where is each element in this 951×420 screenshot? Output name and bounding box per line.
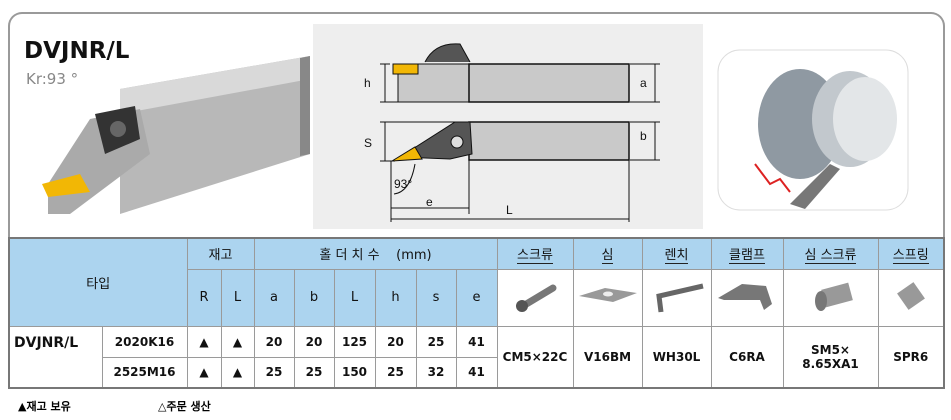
col-R: R [186, 268, 222, 327]
spec-table: 타입 재고 홀 더 치 수 (mm) 스크류 심 렌치 클램프 심 스크류 스프… [8, 237, 945, 389]
dim-label-L: L [506, 203, 513, 217]
product-header-panel: DVJNR/L Kr:93 ° h a S b 93° e L [8, 12, 945, 238]
dim-label-h: h [364, 76, 371, 90]
stock-r: ▲ [186, 356, 222, 389]
dim-b: 20 [293, 325, 335, 358]
parts-header-clamp: 클램프 [710, 237, 784, 270]
spring-icon [877, 268, 945, 327]
type-name: DVJNR/L [8, 325, 103, 389]
stock-l: ▲ [220, 325, 255, 358]
parts-header-spring: 스프링 [877, 237, 945, 270]
dim-len: 150 [333, 356, 376, 389]
dim-label-s: S [364, 136, 373, 150]
part-shim: V16BM [572, 325, 643, 389]
part-shim-screw: SM5× 8.65XA1 [782, 325, 879, 389]
type-header: 타입 [8, 237, 188, 327]
dimension-diagram [380, 43, 660, 222]
stock-header: 재고 [186, 237, 255, 270]
dim-label-a: a [640, 76, 647, 90]
dim-a: 20 [253, 325, 295, 358]
dim-label-b: b [640, 129, 647, 143]
tool-illustrations [42, 24, 909, 229]
parts-header-shim: 심 [572, 237, 643, 270]
machining-illustration [717, 49, 909, 211]
part-spring: SPR6 [877, 325, 945, 389]
parts-header-wrench: 렌치 [641, 237, 712, 270]
legend-made-to-order: △주문 생산 [158, 400, 211, 413]
tool-holder-photo [42, 56, 310, 214]
stock-r: ▲ [186, 325, 222, 358]
col-h: h [374, 268, 417, 327]
dims-header: 홀 더 치 수 (mm) [253, 237, 498, 270]
dim-e: 41 [455, 356, 498, 389]
dim-h: 25 [374, 356, 417, 389]
screw-icon [496, 268, 574, 327]
dim-b: 25 [293, 356, 335, 389]
dim-s: 32 [415, 356, 457, 389]
dim-h: 20 [374, 325, 417, 358]
dim-len: 125 [333, 325, 376, 358]
approach-angle: Kr:93 ° [26, 70, 79, 88]
dim-s: 25 [415, 325, 457, 358]
clamp-icon [710, 268, 784, 327]
shim-screw-icon [782, 268, 879, 327]
model-cell: 2020K16 [101, 325, 188, 358]
col-L: L [220, 268, 255, 327]
wrench-icon [641, 268, 712, 327]
col-s: s [415, 268, 457, 327]
table-row: DVJNR/L 2020K16 ▲ ▲ 20 20 125 20 25 41 C… [8, 325, 945, 389]
part-wrench: WH30L [641, 325, 712, 389]
parts-header-shim-screw: 심 스크류 [782, 237, 879, 270]
stock-l: ▲ [220, 356, 255, 389]
col-a: a [253, 268, 295, 327]
dim-label-angle: 93° [394, 177, 413, 191]
legend-in-stock: ▲재고 보유 [18, 400, 71, 413]
table-row: 2525M16 ▲ ▲ 25 25 150 25 32 41 [9, 356, 944, 389]
dim-a: 25 [253, 356, 295, 389]
dim-label-e: e [426, 195, 433, 209]
dim-e: 41 [455, 325, 498, 358]
col-e: e [455, 268, 498, 327]
part-clamp: C6RA [710, 325, 784, 389]
model-cell: 2525M16 [101, 356, 188, 389]
col-b: b [293, 268, 335, 327]
part-screw: CM5×22C [496, 325, 574, 389]
product-title: DVJNR/L [24, 38, 130, 64]
shim-icon [572, 268, 643, 327]
col-len: L [333, 268, 376, 327]
parts-header-screw: 스크류 [496, 237, 574, 270]
